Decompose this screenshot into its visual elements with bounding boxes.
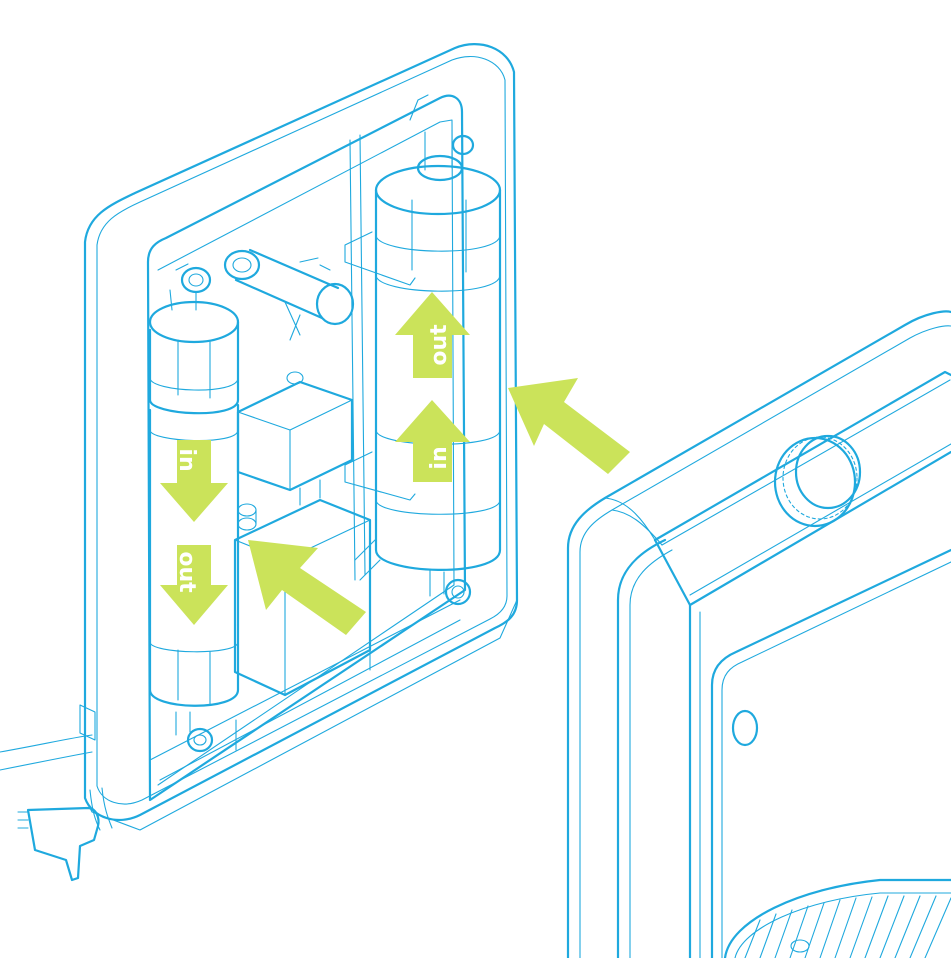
dispenser-front-cover xyxy=(566,310,951,958)
left-out-flow-arrow: out xyxy=(160,545,228,625)
drip-tray-grill xyxy=(723,878,951,958)
solenoid-valve xyxy=(223,248,355,385)
arrow-down-icon xyxy=(160,545,228,625)
right-out-label: out xyxy=(427,324,452,366)
control-box xyxy=(236,380,354,492)
right-out-flow-arrow: out xyxy=(395,292,470,378)
left-in-flow-arrow: in xyxy=(160,440,228,522)
right-in-label: in xyxy=(427,446,452,469)
arrow-down-icon xyxy=(160,440,228,522)
left-filter-cartridge xyxy=(148,263,240,753)
right-filter-cartridge xyxy=(344,94,502,606)
left-in-label: in xyxy=(174,448,199,471)
control-knob-icon xyxy=(773,434,862,528)
left-out-label: out xyxy=(174,551,199,593)
pointer-arrow-lower-icon xyxy=(248,540,366,635)
right-in-flow-arrow: in xyxy=(395,400,470,482)
arrow-up-icon xyxy=(395,292,470,378)
open-filter-enclosure xyxy=(79,43,519,831)
pointer-arrow-upper-icon xyxy=(508,378,630,474)
arrow-up-icon xyxy=(395,400,470,482)
power-cord xyxy=(0,734,113,882)
